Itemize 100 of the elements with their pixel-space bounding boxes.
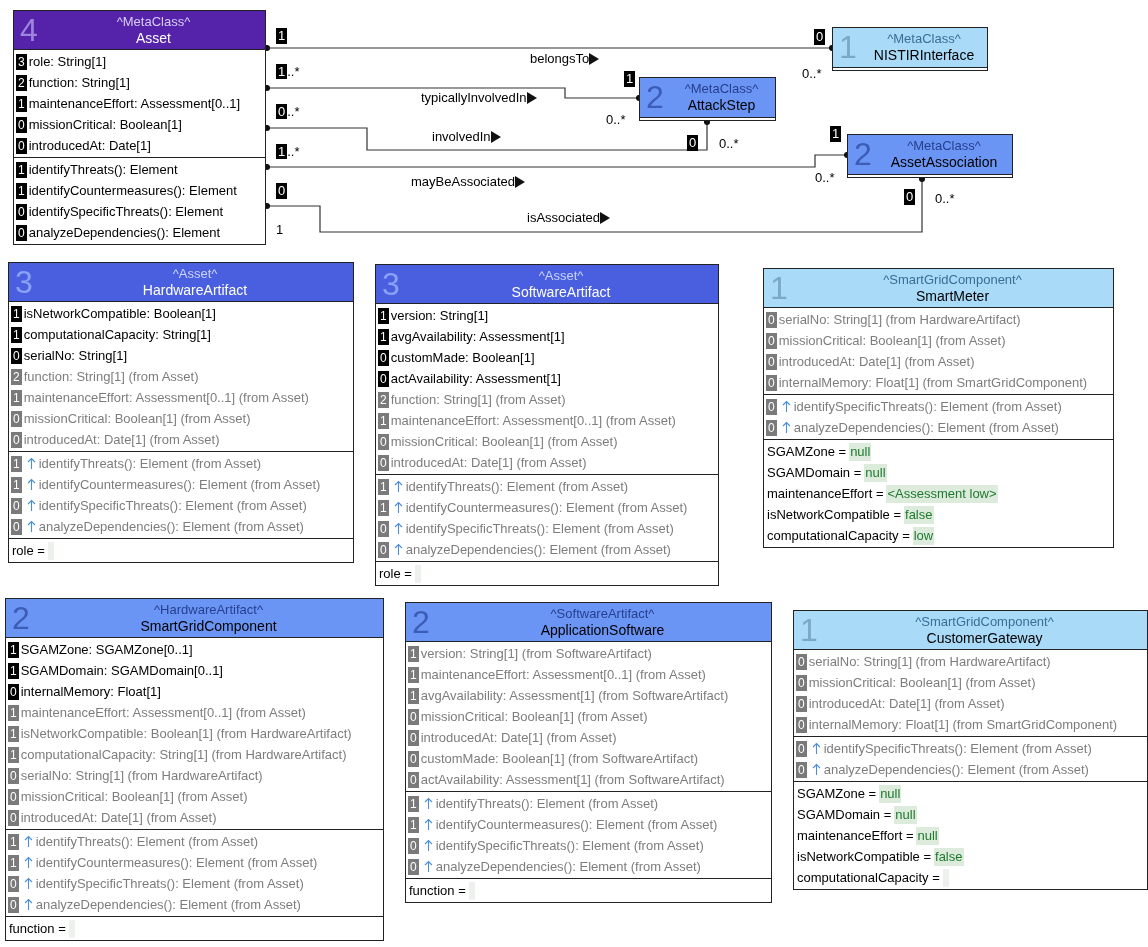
count-badge: 0: [11, 497, 22, 514]
count-badge: 1: [408, 687, 419, 704]
count-badge: 2: [16, 74, 27, 91]
count-badge: 0: [408, 837, 419, 854]
attribute-text: avgAvailability: Assessment[1]: [390, 328, 565, 345]
class-name: SmartGridComponent: [140, 617, 277, 635]
attribute-text: introducedAt: Date[1] (from Asset): [420, 729, 617, 746]
attribute-text: customMade: Boolean[1] (from SoftwareArtifact): [420, 750, 699, 767]
multiplicity-label: 0..*: [606, 112, 626, 128]
stereotype-label: ^SmartGridComponent^: [883, 271, 1022, 288]
slot-name: isNetworkCompatible =: [797, 848, 932, 865]
attribute-text: missionCritical: Boolean[1] (from Asset): [390, 433, 618, 450]
count-badge: 1: [408, 666, 419, 683]
count-badge: 1: [8, 833, 19, 850]
count-badge: 0: [766, 398, 777, 415]
slot-value: false: [934, 847, 964, 866]
multiplicity-label: 0: [814, 29, 826, 45]
slot-value: null: [894, 805, 917, 824]
attribute-text: missionCritical: Boolean[1] (from Asset): [420, 708, 648, 725]
class-name: Asset: [136, 29, 171, 47]
slot-name: role =: [12, 542, 45, 559]
attribute-text: introducedAt: Date[1]: [28, 137, 151, 154]
count-badge: 0: [16, 203, 27, 220]
class-name: ApplicationSoftware: [540, 621, 665, 639]
count-badge: 0: [766, 311, 777, 328]
stereotype-label: ^Asset^: [172, 265, 218, 282]
method-text: identifySpecificThreats(): Element (from Asset): [38, 497, 307, 514]
count-badge: 1: [408, 795, 419, 812]
class-number: 4: [20, 11, 38, 49]
class-name: SmartMeter: [915, 287, 990, 305]
class-number: 2: [646, 78, 664, 116]
count-badge: 1: [378, 478, 389, 495]
slot-name: maintenanceEffort =: [767, 485, 884, 502]
multiplicity-label: 1: [276, 222, 284, 238]
class-number: 2: [854, 135, 872, 173]
count-badge: 0: [796, 674, 807, 691]
method-text: analyzeDependencies(): Element (from Asset): [435, 858, 701, 875]
slot-value: null: [849, 442, 872, 461]
count-badge: 1: [16, 182, 27, 199]
attribute-text: isNetworkCompatible: Boolean[1] (from HardwareArtifact): [20, 725, 352, 742]
attribute-text: maintenanceEffort: Assessment[0..1] (from Asset): [20, 704, 306, 721]
count-badge: 0: [408, 771, 419, 788]
attribute-text: identifyThreats(): Element: [28, 161, 178, 178]
slot-name: isNetworkCompatible =: [767, 506, 902, 523]
attribute-text: actAvailability: Assessment[1] (from SoftwareArtifact): [420, 771, 725, 788]
method-text: analyzeDependencies(): Element (from Asset): [38, 518, 304, 535]
attribute-text: missionCritical: Boolean[1] (from Asset): [23, 410, 251, 427]
attribute-text: missionCritical: Boolean[1] (from Asset): [778, 332, 1006, 349]
attribute-text: introducedAt: Date[1] (from Asset): [20, 809, 217, 826]
class-box: [8, 262, 354, 563]
attribute-text: SGAMDomain: SGAMDomain[0..1]: [20, 662, 223, 679]
count-badge: 0: [378, 433, 389, 450]
attribute-text: role: String[1]: [28, 53, 106, 70]
count-badge: 0: [408, 729, 419, 746]
class-name: SoftwareArtifact: [511, 283, 611, 301]
attribute-text: missionCritical: Boolean[1] (from Asset): [808, 674, 1036, 691]
multiplicity-label: 1: [276, 28, 288, 44]
class-number: 2: [12, 599, 30, 637]
count-badge: 1: [8, 746, 19, 763]
method-text: identifyCountermeasures(): Element (from Asset): [38, 476, 321, 493]
attribute-text: missionCritical: Boolean[1]: [28, 116, 182, 133]
method-text: identifyThreats(): Element (from Asset): [435, 795, 659, 812]
stereotype-label: ^Asset^: [538, 267, 584, 284]
class-box: [5, 598, 384, 941]
attribute-text: avgAvailability: Assessment[1] (from SoftwareArtifact): [420, 687, 729, 704]
method-text: identifyCountermeasures(): Element (from Asset): [435, 816, 718, 833]
count-badge: 0: [408, 708, 419, 725]
slot-value: null: [879, 784, 902, 803]
count-badge: 1: [408, 645, 419, 662]
attribute-text: internalMemory: Float[1]: [20, 683, 161, 700]
slot-name: SGAMZone =: [767, 443, 847, 460]
count-badge: 0: [8, 875, 19, 892]
count-badge: 0: [11, 431, 22, 448]
stereotype-label: ^HardwareArtifact^: [154, 601, 263, 618]
count-badge: 0: [8, 896, 19, 913]
class-number: 3: [15, 263, 33, 301]
count-badge: 0: [378, 349, 389, 366]
slot-name: function =: [9, 920, 66, 937]
count-badge: 1: [11, 305, 22, 322]
count-badge: 1: [11, 389, 22, 406]
attribute-text: internalMemory: Float[1] (from SmartGridComponent): [808, 716, 1118, 733]
class-box: [13, 10, 266, 245]
attribute-text: serialNo: String[1]: [23, 347, 127, 364]
multiplicity-label: 0..*: [935, 191, 955, 207]
count-badge: 0: [766, 419, 777, 436]
count-badge: 1: [8, 725, 19, 742]
slot-value: null: [916, 826, 939, 845]
slot-value: false: [904, 505, 934, 524]
count-badge: 0: [378, 454, 389, 471]
count-badge: 0: [796, 695, 807, 712]
count-badge: 1: [408, 816, 419, 833]
multiplicity-label: 1..*: [276, 64, 300, 80]
count-badge: 1: [378, 328, 389, 345]
slot-name: maintenanceEffort =: [797, 827, 914, 844]
method-text: identifySpecificThreats(): Element (from Asset): [435, 837, 704, 854]
class-box: [375, 264, 719, 586]
attribute-text: identifyCountermeasures(): Element: [28, 182, 237, 199]
attribute-text: introducedAt: Date[1] (from Asset): [778, 353, 975, 370]
edge-label: typicallyInvolvedIn: [421, 90, 527, 106]
class-box: [405, 602, 772, 903]
